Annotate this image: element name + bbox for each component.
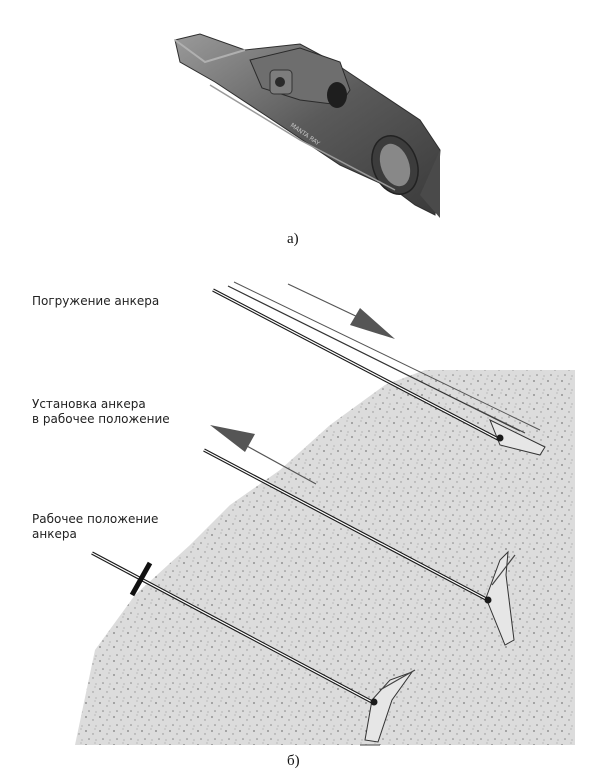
push-arrow-icon [287, 283, 395, 339]
caption-part-b: б) [287, 753, 300, 769]
stage-working-diagram [91, 551, 416, 746]
caption-part-a: а) [287, 231, 299, 247]
anchor-photo [174, 33, 441, 218]
pull-arrow-icon [210, 425, 317, 485]
stage-setting-diagram [203, 448, 516, 646]
label-setting: Установка анкера в рабочее положение [32, 397, 170, 427]
label-working-line2: анкера [32, 527, 77, 541]
stage-immersion-diagram [212, 281, 546, 456]
soil-region [75, 370, 575, 745]
label-working-line1: Рабочее положение [32, 512, 159, 526]
label-working: Рабочее положение анкера [32, 512, 158, 542]
label-setting-line1: Установка анкера [32, 397, 146, 411]
label-immersion: Погружение анкера [32, 294, 159, 309]
label-setting-line2: в рабочее положение [32, 412, 170, 426]
label-immersion-text: Погружение анкера [32, 294, 160, 308]
